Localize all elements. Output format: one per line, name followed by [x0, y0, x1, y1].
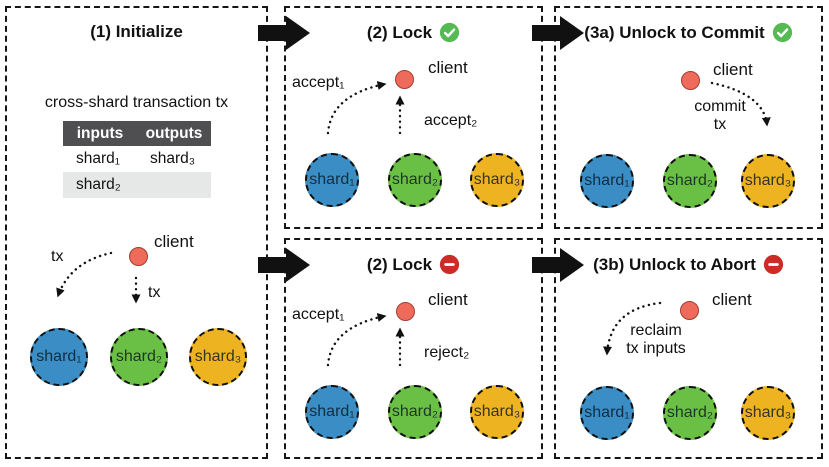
no-entry-icon [439, 254, 460, 275]
client-label: client [712, 290, 752, 309]
shard-3-label: shard₃ [194, 348, 242, 365]
check-circle-icon [439, 22, 460, 43]
panel-unlock-commit: (3a) Unlock to Commit client commit tx s… [554, 6, 823, 229]
shard-2-node: shard₂ [663, 154, 717, 208]
client-node [680, 301, 699, 320]
msg-accept1: accept₁ [292, 74, 345, 91]
panel-unlock-abort-title-row: (3b) Unlock to Abort [556, 254, 821, 275]
shard-1-label: shard₁ [309, 403, 355, 420]
panel-lock-fail: (2) Lock client accept₁ reject₂ shard₁ s… [284, 238, 543, 459]
shard-1-label: shard₁ [584, 404, 630, 421]
tx-table-cell: shard₃ [150, 150, 196, 167]
shard-2-label: shard₂ [115, 348, 163, 365]
msg-reclaim-line1: reclaim [630, 322, 682, 339]
client-node [129, 247, 148, 266]
tx-table-header-inputs: inputs [76, 124, 124, 142]
no-entry-icon [763, 254, 783, 275]
panel-initialize-title-row: (1) Initialize [7, 22, 266, 42]
shard-2-label: shard₂ [666, 404, 714, 421]
msg-commit-line2: tx [713, 116, 727, 133]
msg-tx-to-shard2: tx [148, 284, 161, 301]
panel-unlock-commit-title-row: (3a) Unlock to Commit [556, 22, 821, 43]
tx-table-row-2: shard₂ [63, 172, 211, 198]
shard-1-node: shard₁ [580, 386, 634, 440]
shard-2-node: shard₂ [110, 328, 168, 386]
shard-3-node: shard₃ [470, 153, 524, 207]
panel-initialize-title: (1) Initialize [90, 22, 183, 41]
shard-2-label: shard₂ [391, 403, 439, 420]
check-circle-icon [772, 22, 792, 43]
client-label: client [428, 58, 468, 77]
shard-3-node: shard₃ [741, 154, 795, 208]
shard-1-label: shard₁ [309, 171, 355, 188]
client-node [681, 71, 700, 90]
tx-table-header-outputs: outputs [145, 124, 203, 142]
shard-2-label: shard₂ [391, 171, 439, 188]
msg-tx-to-shard1: tx [51, 248, 64, 265]
client-label: client [154, 232, 194, 251]
shard-1-node: shard₁ [305, 153, 359, 207]
shard-1-node: shard₁ [580, 154, 634, 208]
shard-2-node: shard₂ [388, 385, 442, 439]
shard-1-node: shard₁ [305, 385, 359, 439]
panel-unlock-abort: (3b) Unlock to Abort client reclaim tx i… [554, 238, 823, 459]
client-node [395, 70, 414, 89]
shard-2-label: shard₂ [666, 172, 714, 189]
msg-reject2: reject₂ [424, 344, 470, 361]
tx-table-header-row: inputs outputs [63, 121, 211, 146]
panel-unlock-commit-title: (3a) Unlock to Commit [584, 22, 765, 42]
client-node [396, 302, 415, 321]
msg-commit-line1: commit [694, 98, 746, 115]
panel-lock-fail-title: (2) Lock [366, 254, 433, 274]
shard-1-node: shard₁ [30, 328, 88, 386]
msg-accept2: accept₂ [424, 112, 478, 129]
shard-1-label: shard₁ [584, 172, 630, 189]
shard-3-node: shard₃ [741, 386, 795, 440]
panel-lock-fail-title-row: (2) Lock [286, 254, 541, 275]
panel-lock-success-title-row: (2) Lock [286, 22, 541, 43]
tx-table-row-1: shard₁ shard₃ [63, 146, 211, 172]
panel-lock-success-title: (2) Lock [366, 22, 433, 42]
tx-table-caption: cross-shard transaction tx [44, 94, 229, 111]
shard-3-label: shard₃ [744, 172, 792, 189]
panel-unlock-abort-title: (3b) Unlock to Abort [593, 254, 756, 274]
shard-3-label: shard₃ [473, 403, 521, 420]
tx-table-cell: shard₁ [76, 150, 121, 167]
shard-3-label: shard₃ [473, 171, 521, 188]
shard-1-label: shard₁ [36, 348, 82, 365]
panel-initialize: (1) Initialize cross-shard transaction t… [5, 6, 268, 459]
shard-3-node: shard₃ [470, 385, 524, 439]
shard-2-node: shard₂ [388, 153, 442, 207]
client-label: client [428, 290, 468, 309]
shard-2-node: shard₂ [663, 386, 717, 440]
tx-table: inputs outputs shard₁ shard₃ shard₂ [63, 121, 211, 198]
tx-table-cell: shard₂ [76, 176, 121, 193]
shard-3-label: shard₃ [744, 404, 792, 421]
shard-3-node: shard₃ [189, 328, 247, 386]
client-label: client [713, 60, 753, 79]
msg-reclaim-line2: tx inputs [626, 340, 686, 357]
panel-lock-success: (2) Lock client accept₁ accept₂ shard₁ s… [284, 6, 543, 229]
msg-accept1: accept₁ [292, 306, 345, 323]
